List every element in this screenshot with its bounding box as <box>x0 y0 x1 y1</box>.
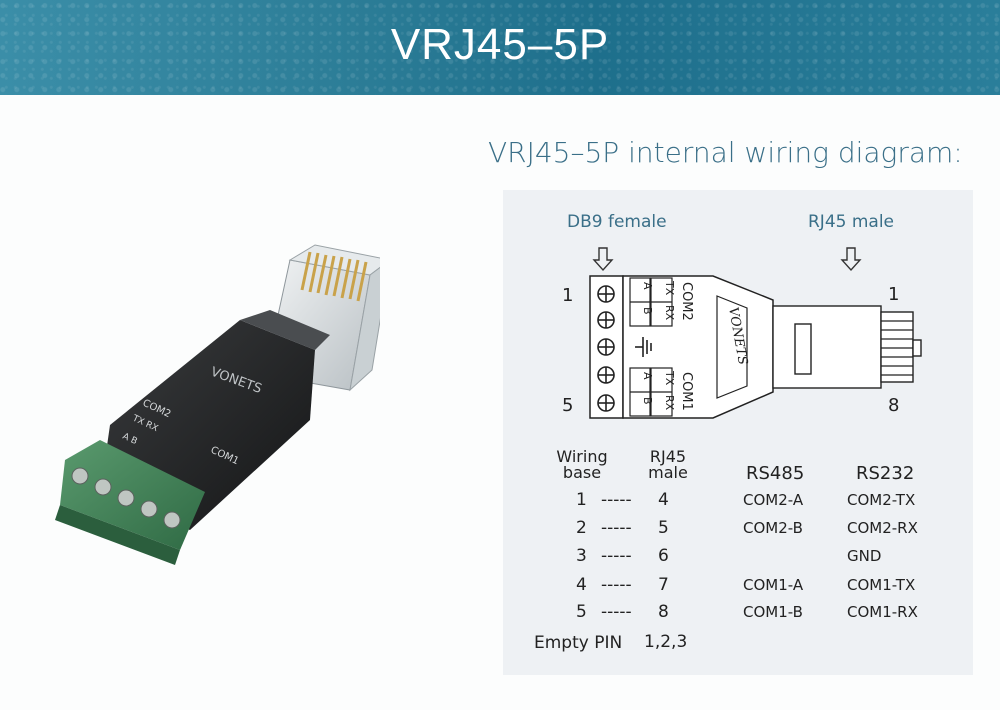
db9-arrow-icon <box>592 247 614 272</box>
table-row-rs485: COM2-A <box>743 491 804 509</box>
connector-diagram: A B TX RX COM2 A B TX RX COM1 VONETS <box>589 247 922 419</box>
page-title: VRJ45–5P <box>390 20 610 69</box>
diagram-title: VRJ45–5P internal wiring diagram: <box>488 136 963 169</box>
table-row-rs232: COM1-RX <box>847 603 918 621</box>
col-header-rs232: RS232 <box>856 463 915 484</box>
table-row-rj45: 5 <box>658 518 669 538</box>
com1-label: COM1 <box>679 372 694 411</box>
com2-b-label: B <box>641 307 654 315</box>
table-row-rj45: 6 <box>658 546 669 566</box>
com2-tx-label: TX <box>663 280 676 296</box>
table-row-rs485: COM2-B <box>743 519 803 537</box>
rj45-pin-last: 8 <box>888 395 900 416</box>
rj45-arrow-icon <box>840 247 862 272</box>
com1-tx-label: TX <box>663 370 676 386</box>
table-row-base: 5 <box>576 602 587 622</box>
terminal-screw-icon <box>597 285 615 412</box>
db9-pin-first: 1 <box>562 285 574 306</box>
brand-panel <box>716 295 748 399</box>
wiring-diagram-panel <box>503 190 973 675</box>
com1-b-label: B <box>641 397 654 405</box>
db9-label: DB9 female <box>567 212 667 232</box>
col-header-rj45: RJ45 <box>649 447 687 466</box>
col-header-base: base <box>562 463 602 482</box>
table-row-rs232: COM2-RX <box>847 519 918 537</box>
empty-pin-label: Empty PIN <box>534 633 623 653</box>
terminal-block <box>55 440 205 565</box>
table-row-base: 3 <box>576 546 587 566</box>
col-header-male: male <box>648 463 688 482</box>
table-row-dash: ----- <box>601 602 632 622</box>
table-row-dash: ----- <box>601 490 632 510</box>
table-row-base: 2 <box>576 518 587 538</box>
com2-label: COM2 <box>679 282 694 321</box>
table-row-dash: ----- <box>601 575 632 595</box>
table-row-base: 4 <box>576 575 587 595</box>
rj45-pin-first: 1 <box>888 284 900 305</box>
com1-a-label: A <box>641 372 654 380</box>
table-row-rs232: GND <box>847 547 882 565</box>
table-row-rs485: COM1-A <box>743 576 804 594</box>
empty-pin-value: 1,2,3 <box>644 632 688 652</box>
table-row-dash: ----- <box>601 518 632 538</box>
rj45-label: RJ45 male <box>808 212 895 232</box>
product-image: VONETS COM2 TX RX A B COM1 <box>55 244 380 565</box>
com2-a-label: A <box>641 282 654 290</box>
db9-pin-last: 5 <box>562 395 574 416</box>
ground-icon <box>635 337 652 357</box>
table-row-rs232: COM1-TX <box>847 576 916 594</box>
table-row-dash: ----- <box>601 546 632 566</box>
header-banner: VRJ45–5P <box>0 0 1000 95</box>
col-header-rs485: RS485 <box>746 463 805 484</box>
table-row-rs485: COM1-B <box>743 603 803 621</box>
table-row-base: 1 <box>576 490 587 510</box>
com2-rx-label: RX <box>663 305 676 321</box>
table-row-rj45: 8 <box>658 602 669 622</box>
com1-rx-label: RX <box>663 395 676 411</box>
table-row-rj45: 4 <box>658 490 669 510</box>
rj45-plug-outline <box>772 305 922 389</box>
col-header-wiring: Wiring <box>556 447 608 466</box>
table-row-rs232: COM2-TX <box>847 491 916 509</box>
table-row-rj45: 7 <box>658 575 669 595</box>
